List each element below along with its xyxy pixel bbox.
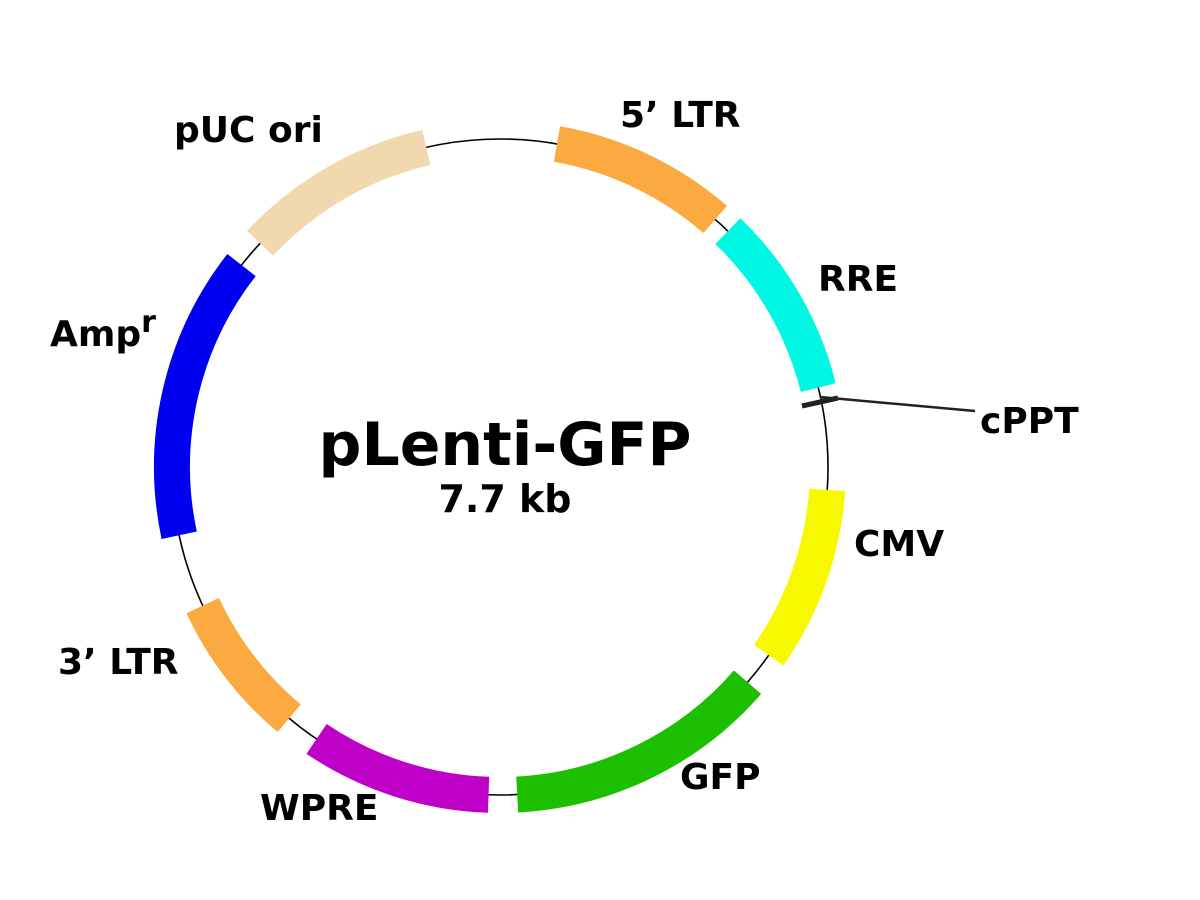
label-rre: RRE bbox=[818, 259, 898, 300]
label-cmv: CMV bbox=[854, 524, 944, 565]
label-cppt: cPPT bbox=[980, 401, 1079, 442]
label-puc-ori: pUC ori bbox=[174, 110, 323, 151]
plasmid-size: 7.7 kb bbox=[438, 477, 571, 521]
label-3ltr: 3’ LTR bbox=[58, 642, 179, 683]
feature-arc-ampr bbox=[154, 253, 256, 539]
plasmid-name: pLenti-GFP bbox=[319, 410, 692, 480]
feature-arc-rre bbox=[715, 218, 836, 393]
feature-arc-gfp bbox=[516, 670, 762, 813]
feature-arc-3ltr bbox=[186, 597, 301, 733]
label-5ltr: 5’ LTR bbox=[620, 95, 741, 136]
feature-arc-puc bbox=[246, 129, 431, 256]
cppt-leader-line bbox=[819, 395, 976, 413]
label-ampr-main: Amp bbox=[50, 314, 141, 355]
feature-arcs bbox=[154, 126, 846, 813]
label-ampr: Ampr bbox=[50, 305, 156, 355]
label-ampr-superscript: r bbox=[141, 305, 156, 340]
feature-arc-5ltr bbox=[553, 126, 727, 234]
label-gfp: GFP bbox=[680, 757, 761, 798]
label-wpre: WPRE bbox=[260, 788, 378, 829]
feature-arc-wpre bbox=[306, 723, 490, 813]
feature-arc-cmv bbox=[753, 488, 846, 666]
